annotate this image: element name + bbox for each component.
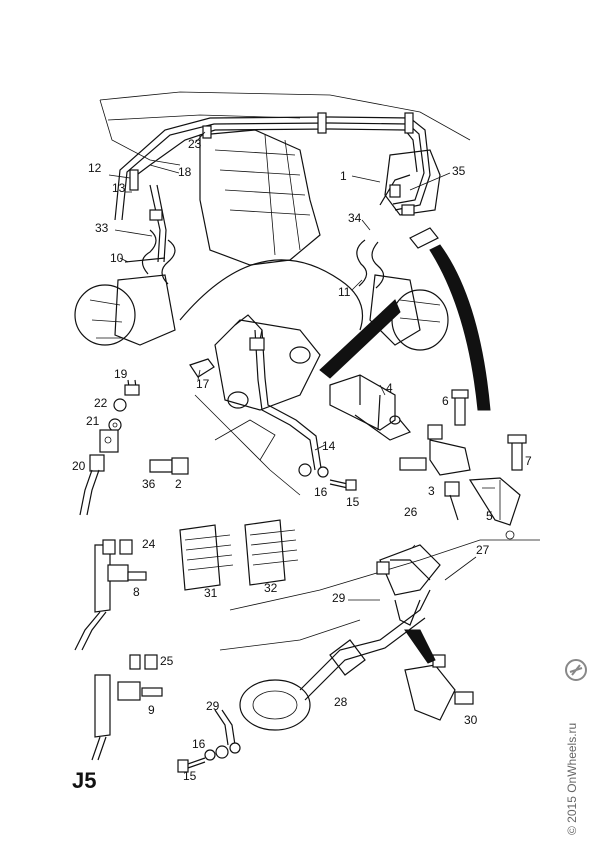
callout-26: 26 [404,505,418,519]
callout-10: 10 [110,251,124,265]
callout-12: 12 [88,161,102,175]
page-code: J5 [72,768,97,793]
callout-1: 1 [340,169,347,183]
leader-lines [108,131,477,601]
callout-9: 9 [148,703,155,717]
callout-24: 24 [142,537,156,551]
callout-35: 35 [452,164,466,178]
callout-17: 17 [196,377,210,391]
callout-13: 13 [112,181,126,195]
callout-21: 21 [86,414,100,428]
copyright-text: © 2015 OnWheels.ru [565,722,579,835]
callout-25: 25 [160,654,174,668]
right-junction [399,389,527,540]
callout-labels: 1 2 3 4 5 6 7 8 9 10 11 12 13 14 15 15 1… [72,137,532,783]
callout-34: 34 [348,211,362,225]
callout-18: 18 [178,165,192,179]
onwheels-logo-icon [565,659,587,681]
callout-29-mid: 29 [332,591,346,605]
callout-36: 36 [142,477,156,491]
callout-5: 5 [486,509,493,523]
callout-31: 31 [204,586,218,600]
callout-32: 32 [264,581,278,595]
middle-assembly [189,314,411,496]
callout-23: 23 [188,137,202,151]
callout-3: 3 [428,484,435,498]
callout-33: 33 [95,221,109,235]
callout-29-low: 29 [206,699,220,713]
clip-details [74,519,299,761]
callout-28: 28 [334,695,348,709]
callout-7: 7 [525,454,532,468]
callout-27: 27 [476,543,490,557]
callout-20: 20 [72,459,86,473]
callout-19: 19 [114,367,128,381]
callout-6: 6 [442,394,449,408]
callout-30: 30 [464,713,478,727]
callout-16-low: 16 [192,737,206,751]
left-fittings [79,379,189,516]
callout-2: 2 [175,477,182,491]
top-assembly [74,91,491,411]
callout-14: 14 [322,439,336,453]
callout-15-low: 15 [183,769,197,783]
callout-15-mid: 15 [346,495,360,509]
callout-22: 22 [94,396,108,410]
callout-4: 4 [386,381,393,395]
callout-11: 11 [338,285,351,299]
callout-16-mid: 16 [314,485,328,499]
callout-8: 8 [133,585,140,599]
rear-axle-assembly [177,539,540,773]
